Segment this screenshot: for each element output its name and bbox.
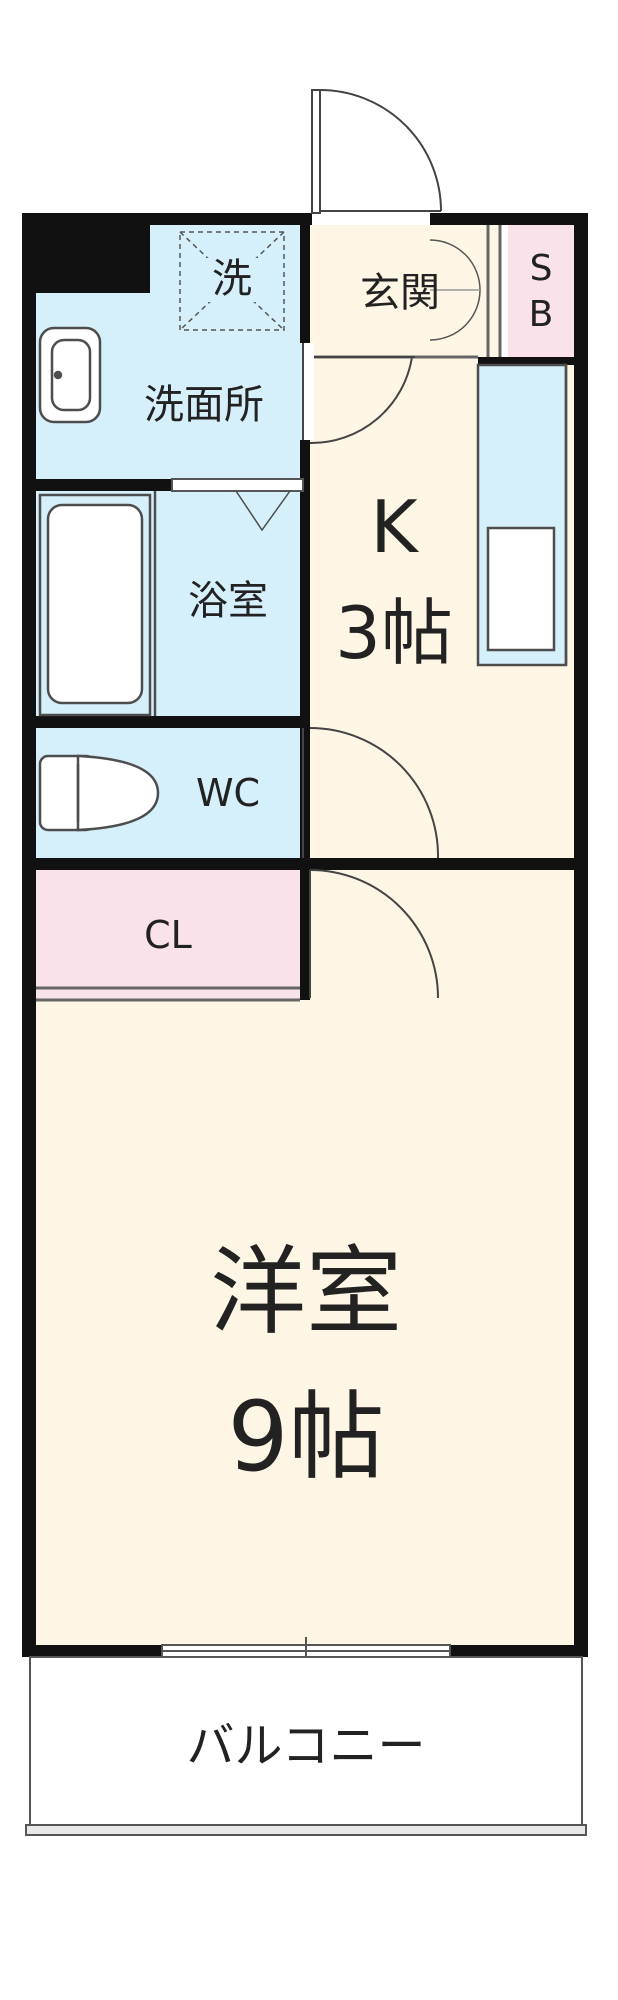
closet-label: CL xyxy=(144,913,192,957)
bathtub-icon xyxy=(38,493,152,717)
interior-doors xyxy=(302,343,440,999)
shoe-box-b-label: B xyxy=(529,294,554,335)
washbasin-icon xyxy=(38,326,102,424)
balcony-label: バルコニー xyxy=(186,1718,425,1774)
balcony-outline xyxy=(29,1656,583,1834)
kitchen-name-label: K xyxy=(370,485,419,569)
wc-label: WC xyxy=(196,771,260,815)
front-door xyxy=(311,89,442,214)
laundry-label-bg xyxy=(206,258,258,302)
western-size-label: 9帖 xyxy=(227,1381,384,1493)
western-name-label: 洋室 xyxy=(210,1236,402,1348)
laundry-label: 洗 xyxy=(212,256,252,302)
kitchen-counter xyxy=(476,363,568,667)
balcony-railing xyxy=(25,1824,587,1836)
laundry-space xyxy=(179,231,285,331)
shoe-box-s-label: S xyxy=(530,248,553,289)
washroom-label: 洗面所 xyxy=(144,382,264,428)
bath-vent xyxy=(171,478,304,492)
entrance-floor xyxy=(310,225,500,357)
closet-floor xyxy=(36,870,303,1000)
kitchen-size-label: 3帖 xyxy=(335,591,453,675)
toilet-icon xyxy=(38,754,160,832)
shoe-box-doors xyxy=(429,239,481,341)
entrance-label: 玄関 xyxy=(360,270,440,316)
western-floor xyxy=(36,1000,574,1645)
western-upper-floor xyxy=(310,870,574,1000)
shoe-box-floor xyxy=(508,225,574,357)
bath-label: 浴室 xyxy=(188,578,268,624)
walls xyxy=(22,213,588,1657)
bath-door-swing xyxy=(235,490,291,532)
